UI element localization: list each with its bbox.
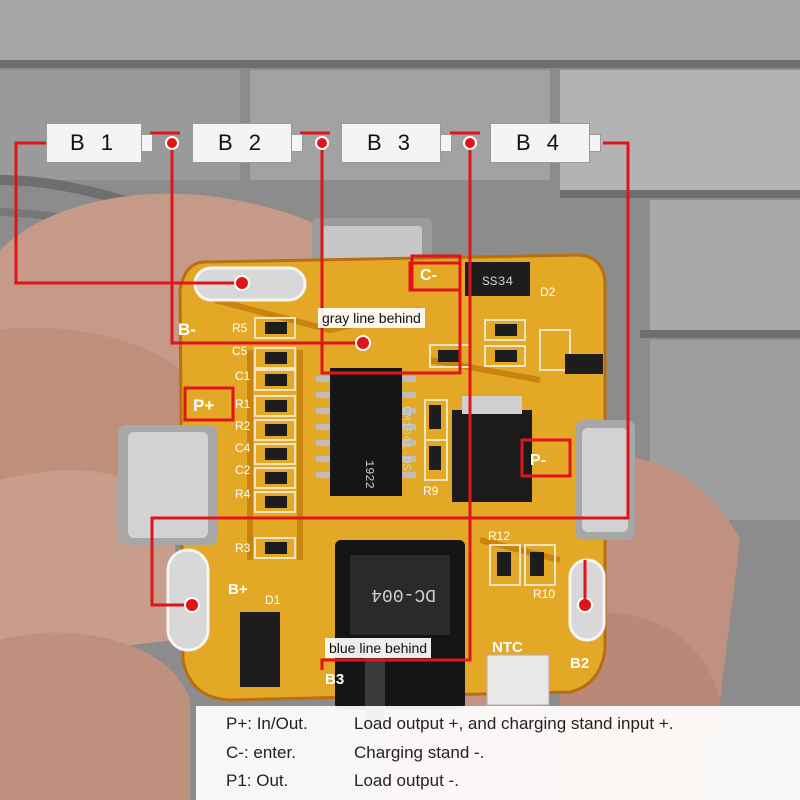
comp-label-r12: R12 — [488, 529, 510, 543]
comp-label-c1: C1 — [235, 369, 251, 383]
comp-label-r10: R10 — [533, 587, 555, 601]
comp-label-c2: C2 — [235, 463, 251, 477]
cell-b3: B 3 — [341, 123, 441, 163]
pad-label-b3: B3 — [325, 671, 344, 688]
cell-b4: B 4 — [490, 123, 590, 163]
pcb-board — [178, 253, 607, 720]
pad-label-b-plus: B+ — [228, 581, 248, 598]
diode-d1 — [240, 612, 280, 687]
connector-marking: DC-004 — [371, 584, 436, 604]
legend-desc: Load output -. — [354, 771, 459, 790]
dc-connector — [335, 540, 465, 720]
comp-label-r9: R9 — [423, 484, 439, 498]
ic-marking: CM1041-DS — [399, 406, 413, 471]
ntc-connector — [486, 654, 550, 706]
comp-label-r3: R3 — [235, 541, 251, 555]
gray-line-note: gray line behind — [318, 308, 425, 328]
comp-label-r5: R5 — [232, 321, 248, 335]
legend-desc: Load output +, and charging stand input … — [354, 714, 674, 733]
cell-b3-terminal — [440, 134, 452, 152]
pad-label-b2: B2 — [570, 655, 589, 672]
mosfet — [452, 396, 532, 502]
pad-label-c-minus: C- — [420, 267, 437, 284]
diode-marking: SS34 — [482, 274, 513, 289]
side-metal-tabs — [118, 420, 635, 545]
legend-key: P1: Out. — [226, 771, 289, 790]
comp-label-c4: C4 — [235, 441, 251, 455]
legend-key: C-: enter. — [226, 743, 296, 762]
cell-b1-terminal — [141, 134, 153, 152]
pad-label-b-minus: B- — [178, 320, 196, 339]
legend-desc: Charging stand -. — [354, 743, 485, 762]
pad-label-ntc: NTC — [492, 639, 523, 656]
legend-key: P+: In/Out. — [226, 714, 308, 733]
comp-label-d2: D2 — [540, 285, 556, 299]
ic-date-code: 1922 — [362, 460, 376, 489]
highlight-boxes — [183, 254, 572, 478]
cell-b4-terminal — [589, 134, 601, 152]
comp-label-d1: D1 — [265, 593, 281, 607]
blue-line-note: blue line behind — [325, 638, 432, 658]
diode-ss34 — [465, 262, 530, 296]
comp-label-r4: R4 — [235, 487, 251, 501]
cell-b2-terminal — [291, 134, 303, 152]
cell-b1: B 1 — [46, 123, 142, 163]
legend-box: P+: In/Out. Load output +, and charging s… — [196, 706, 800, 800]
legend-row: P1: Out. Load output -. — [226, 771, 459, 791]
main-ic — [316, 368, 416, 496]
comp-label-r2: R2 — [235, 419, 251, 433]
pad-label-p-minus: P- — [530, 452, 546, 469]
legend-row: C-: enter. Charging stand -. — [226, 743, 484, 763]
cell-b2: B 2 — [192, 123, 292, 163]
pad-label-p-plus: P+ — [193, 396, 214, 415]
comp-label-c5: C5 — [232, 344, 248, 358]
legend-row: P+: In/Out. Load output +, and charging s… — [226, 714, 673, 734]
comp-label-r1: R1 — [235, 397, 251, 411]
solder-slots — [166, 266, 606, 652]
